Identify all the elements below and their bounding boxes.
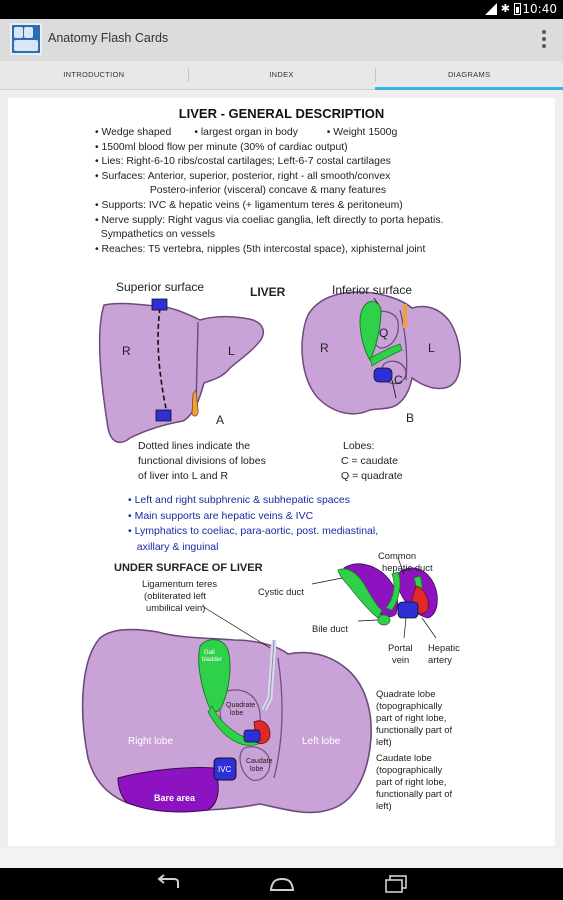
common-hepatic-duct-label: hepatic duct	[382, 562, 433, 573]
label-l-inferior: L	[428, 341, 435, 355]
bare-area-label: Bare area	[154, 793, 196, 803]
action-bar: Anatomy Flash Cards	[0, 19, 563, 61]
description-bullets: • Wedge shaped • largest organ in body •…	[95, 126, 443, 257]
dotted-lines-note: Dotted lines indicate the	[138, 440, 251, 452]
home-icon[interactable]	[268, 874, 296, 894]
tab-diagrams[interactable]: DIAGRAMS	[375, 61, 563, 90]
note-line: functionally part of	[376, 724, 453, 735]
bullet-line: • Nerve supply: Right vagus via coeliac …	[95, 214, 444, 226]
quadrate-lobe-label: lobe	[230, 710, 244, 717]
ligamentum-teres-label: (obliterated left	[144, 590, 207, 601]
note-line: (topographically	[376, 764, 443, 775]
gall-bladder-label: Gall	[204, 650, 215, 656]
tab-bar: INTRODUCTION INDEX DIAGRAMS	[0, 61, 563, 90]
dotted-lines-note: functional divisions of lobes	[138, 455, 266, 467]
bullet-line: • Supports: IVC & hepatic veins (+ ligam…	[95, 199, 403, 211]
bluetooth-icon: ✱	[500, 3, 510, 15]
quadrate-lobe-label: Quadrate	[226, 702, 256, 709]
ligamentum-teres-label: umbilical vein)	[146, 602, 206, 613]
blue-bullet-line: • Lymphatics to coeliac, para-aortic, po…	[128, 525, 379, 537]
inferior-liver-shape	[301, 291, 462, 415]
gall-bladder-label: bladder	[202, 657, 223, 663]
label-q: Q	[379, 326, 389, 340]
content-area[interactable]: LIVER - GENERAL DESCRIPTION • Wedge shap…	[0, 90, 563, 848]
liver-illustration	[81, 291, 462, 814]
bullet-line: • Surfaces: Anterior, superior, posterio…	[95, 170, 391, 182]
bullet-line: • Lies: Right-6-10 ribs/costal cartilage…	[95, 156, 391, 168]
overflow-menu-icon[interactable]	[539, 28, 549, 50]
app-title: Anatomy Flash Cards	[48, 31, 169, 45]
caudate-lobe-label: lobe	[250, 766, 264, 773]
status-bar: ✱ 10:40	[0, 0, 563, 19]
note-line: part of right lobe,	[376, 712, 447, 723]
ivc-label: IVC	[218, 765, 232, 774]
back-icon[interactable]	[154, 874, 182, 894]
label-b: B	[406, 411, 415, 425]
blue-bullet-line: • Left and right subphrenic & subhepatic…	[128, 494, 350, 506]
common-hepatic-duct-label: Common	[378, 550, 417, 561]
under-surface-liver-shape	[81, 605, 372, 814]
label-c: C	[394, 373, 403, 387]
liver-center-title: LIVER	[250, 285, 286, 299]
bullet-line: Postero-inferior (visceral) concave & ma…	[95, 185, 387, 197]
bullet-line: • 1500ml blood flow per minute (30% of c…	[95, 141, 348, 153]
portal-vein-label: vein	[392, 654, 410, 665]
status-time: 10:40	[522, 2, 557, 16]
label-r-inferior: R	[320, 341, 329, 355]
label-l-superior: L	[228, 344, 235, 358]
battery-icon	[514, 3, 521, 15]
dotted-lines-note: of liver into L and R	[138, 470, 229, 482]
superior-surface-label: Superior surface	[116, 280, 205, 294]
label-a: A	[216, 413, 225, 427]
note-line: left)	[376, 736, 392, 747]
quadrate-lobe-note: Quadrate lobe (topographically part of r…	[376, 688, 452, 748]
note-line: left)	[376, 800, 392, 811]
blue-bullet-line: axillary & inguinal	[128, 540, 219, 553]
lobes-quadrate: Q = quadrate	[341, 470, 403, 482]
hepatic-artery-label: artery	[428, 654, 452, 665]
bile-duct-label: Bile duct	[312, 623, 348, 634]
left-lobe-label: Left lobe	[302, 736, 341, 747]
app-logo-icon[interactable]	[10, 23, 42, 55]
ligamentum-teres-label: Ligamentum teres	[142, 578, 218, 589]
flash-card[interactable]: LIVER - GENERAL DESCRIPTION • Wedge shap…	[8, 98, 555, 846]
bullet-line: Sympathetics on vessels	[95, 229, 216, 241]
under-surface-title: UNDER SURFACE OF LIVER	[114, 562, 263, 574]
note-line: Quadrate lobe	[376, 688, 436, 699]
tab-introduction[interactable]: INTRODUCTION	[63, 70, 125, 79]
caudate-lobe-label: Caudate	[246, 758, 273, 765]
card-title: LIVER - GENERAL DESCRIPTION	[178, 106, 385, 121]
note-line: part of right lobe,	[376, 776, 447, 787]
tab-index[interactable]: INDEX	[187, 61, 376, 89]
blue-bullet-line: • Main supports are hepatic veins & IVC	[128, 509, 314, 522]
blue-bullets: • Left and right subphrenic & subhepatic…	[128, 493, 378, 555]
right-lobe-label: Right lobe	[128, 736, 174, 747]
note-line: functionally part of	[376, 788, 453, 799]
signal-icon	[484, 3, 497, 15]
label-r-superior: R	[122, 344, 131, 358]
status-icons: ✱	[484, 3, 521, 15]
cystic-duct-label: Cystic duct	[258, 586, 304, 597]
note-line: Caudate lobe	[376, 752, 432, 763]
caudate-lobe-note: Caudate lobe (topographically part of ri…	[376, 752, 452, 812]
biliary-ducts-figure	[311, 557, 438, 639]
lobes-title: Lobes:	[343, 440, 375, 452]
bullet-line: • Wedge shaped • largest organ in body •…	[95, 127, 398, 138]
inferior-surface-label: Inferior surface	[332, 283, 413, 297]
lobes-caudate: C = caudate	[341, 455, 398, 467]
recents-icon[interactable]	[382, 874, 410, 894]
navigation-bar	[0, 868, 563, 900]
hepatic-artery-label: Hepatic	[428, 642, 460, 653]
note-line: (topographically	[376, 700, 443, 711]
bullet-line: • Reaches: T5 vertebra, nipples (5th int…	[95, 243, 426, 255]
portal-vein-label: Portal	[388, 642, 413, 653]
superior-liver-shape	[98, 298, 265, 444]
